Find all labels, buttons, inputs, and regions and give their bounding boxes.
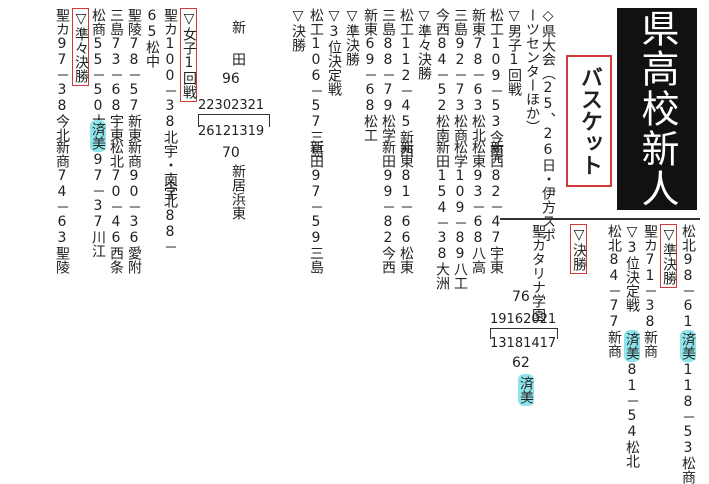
section-divider <box>500 218 700 220</box>
highlight-team: 済美 <box>90 120 106 152</box>
sport-label-text: バスケット <box>577 66 602 176</box>
result-line: 今西84－52松南 <box>434 8 450 142</box>
headline-text: 県高校新人大会 <box>555 9 679 209</box>
result-line: 新商74－63聖陵 <box>54 140 70 274</box>
final-score: 96 <box>222 71 240 87</box>
team-name: 聖カタリナ学園 <box>530 224 546 322</box>
team-name: 田 <box>230 52 246 66</box>
highlight-team: 済美 <box>680 330 696 362</box>
bracket-line <box>490 328 558 339</box>
result-line: 済美118－53松商 <box>680 330 696 484</box>
final-score: 70 <box>222 145 240 161</box>
headline-banner: 県高校新人大会 <box>555 8 697 210</box>
final-score: 76 <box>512 289 530 305</box>
result-line: 聖カ97－38今北 <box>54 8 70 142</box>
result-line: 松工109－53今南 <box>488 8 504 158</box>
result-line: 済美97－37川江 <box>90 120 106 258</box>
period-scores: 13181417 <box>490 336 557 351</box>
round-header: ▽決勝 <box>290 8 306 52</box>
round-header: ▽準決勝 <box>660 224 677 288</box>
result-line: 松北70－46西条 <box>108 140 124 274</box>
result-line: 65松中 <box>144 8 160 68</box>
final-score: 62 <box>512 355 530 371</box>
round-header: ▽女子1回戦 <box>180 8 197 102</box>
result-line: 今北88－ <box>162 180 178 254</box>
result-line: 聖カ71－38新商 <box>642 224 658 358</box>
round-header: ▽3位決定戦 <box>326 8 342 96</box>
result-line: ◇県大会（25、26日・伊方スポ <box>540 8 556 242</box>
result-line: 松商55－50大洲 <box>90 8 106 142</box>
result-line: 済美81－54松北 <box>624 330 640 468</box>
result-line: 新田97－59三島 <box>308 140 324 274</box>
round-header: ▽男子1回戦 <box>506 8 522 96</box>
period-scores: 26121319 <box>198 124 265 139</box>
highlight-team: 済美 <box>518 374 534 406</box>
sport-label-box: バスケット <box>566 55 612 187</box>
round-header: ▽準々決勝 <box>72 8 89 86</box>
result-line: 新田154－38大洲 <box>434 140 450 290</box>
result-line: 三島73－68宇東 <box>108 8 124 142</box>
result-line: 新東69－68松工 <box>362 8 378 142</box>
round-header-box: ▽準々決勝 <box>72 8 89 86</box>
round-header-box: ▽決勝 <box>570 224 587 274</box>
result-line: 新田99－82今西 <box>380 140 396 274</box>
result-line: 松工106－57三島 <box>308 8 324 158</box>
team-name: 新 <box>230 20 246 34</box>
result-line: 松工112－45新西 <box>398 8 414 158</box>
round-header: ▽準々決勝 <box>416 8 432 80</box>
result-line: 新商90－36愛附 <box>126 140 142 274</box>
result-line: 聖陵78－57新東 <box>126 8 142 142</box>
period-scores: 22302321 <box>198 98 265 113</box>
result-line: 松東93－68八高 <box>470 140 486 274</box>
highlight-team: 済美 <box>624 330 640 362</box>
team-name: 新居浜東 <box>230 164 246 220</box>
result-line: 松北98－61三島 <box>680 224 696 358</box>
round-header-box: ▽女子1回戦 <box>180 8 197 102</box>
bracket-line <box>198 114 270 127</box>
result-line: 新東81－66松東 <box>398 140 414 274</box>
result-line: ーツセンターほか） <box>524 8 540 134</box>
round-header: ▽決勝 <box>570 224 587 274</box>
round-header: ▽3位決定戦 <box>624 224 640 312</box>
round-header-box: ▽準決勝 <box>660 224 677 288</box>
period-scores: 19162021 <box>490 312 557 327</box>
result-line: 松北84－77新商 <box>606 224 622 358</box>
result-line: 三島88－79松学 <box>380 8 396 142</box>
team-name: 済美 <box>518 374 534 406</box>
result-line: 三島92－73松商 <box>452 8 468 142</box>
result-line: 新西82－47宇東 <box>488 140 504 274</box>
result-line: 松学109－89八工 <box>452 140 468 290</box>
result-line: 聖カ100－38北宇・南宇 <box>162 8 178 200</box>
result-line: 新東78－63松北 <box>470 8 486 142</box>
round-header: ▽準決勝 <box>344 8 360 66</box>
